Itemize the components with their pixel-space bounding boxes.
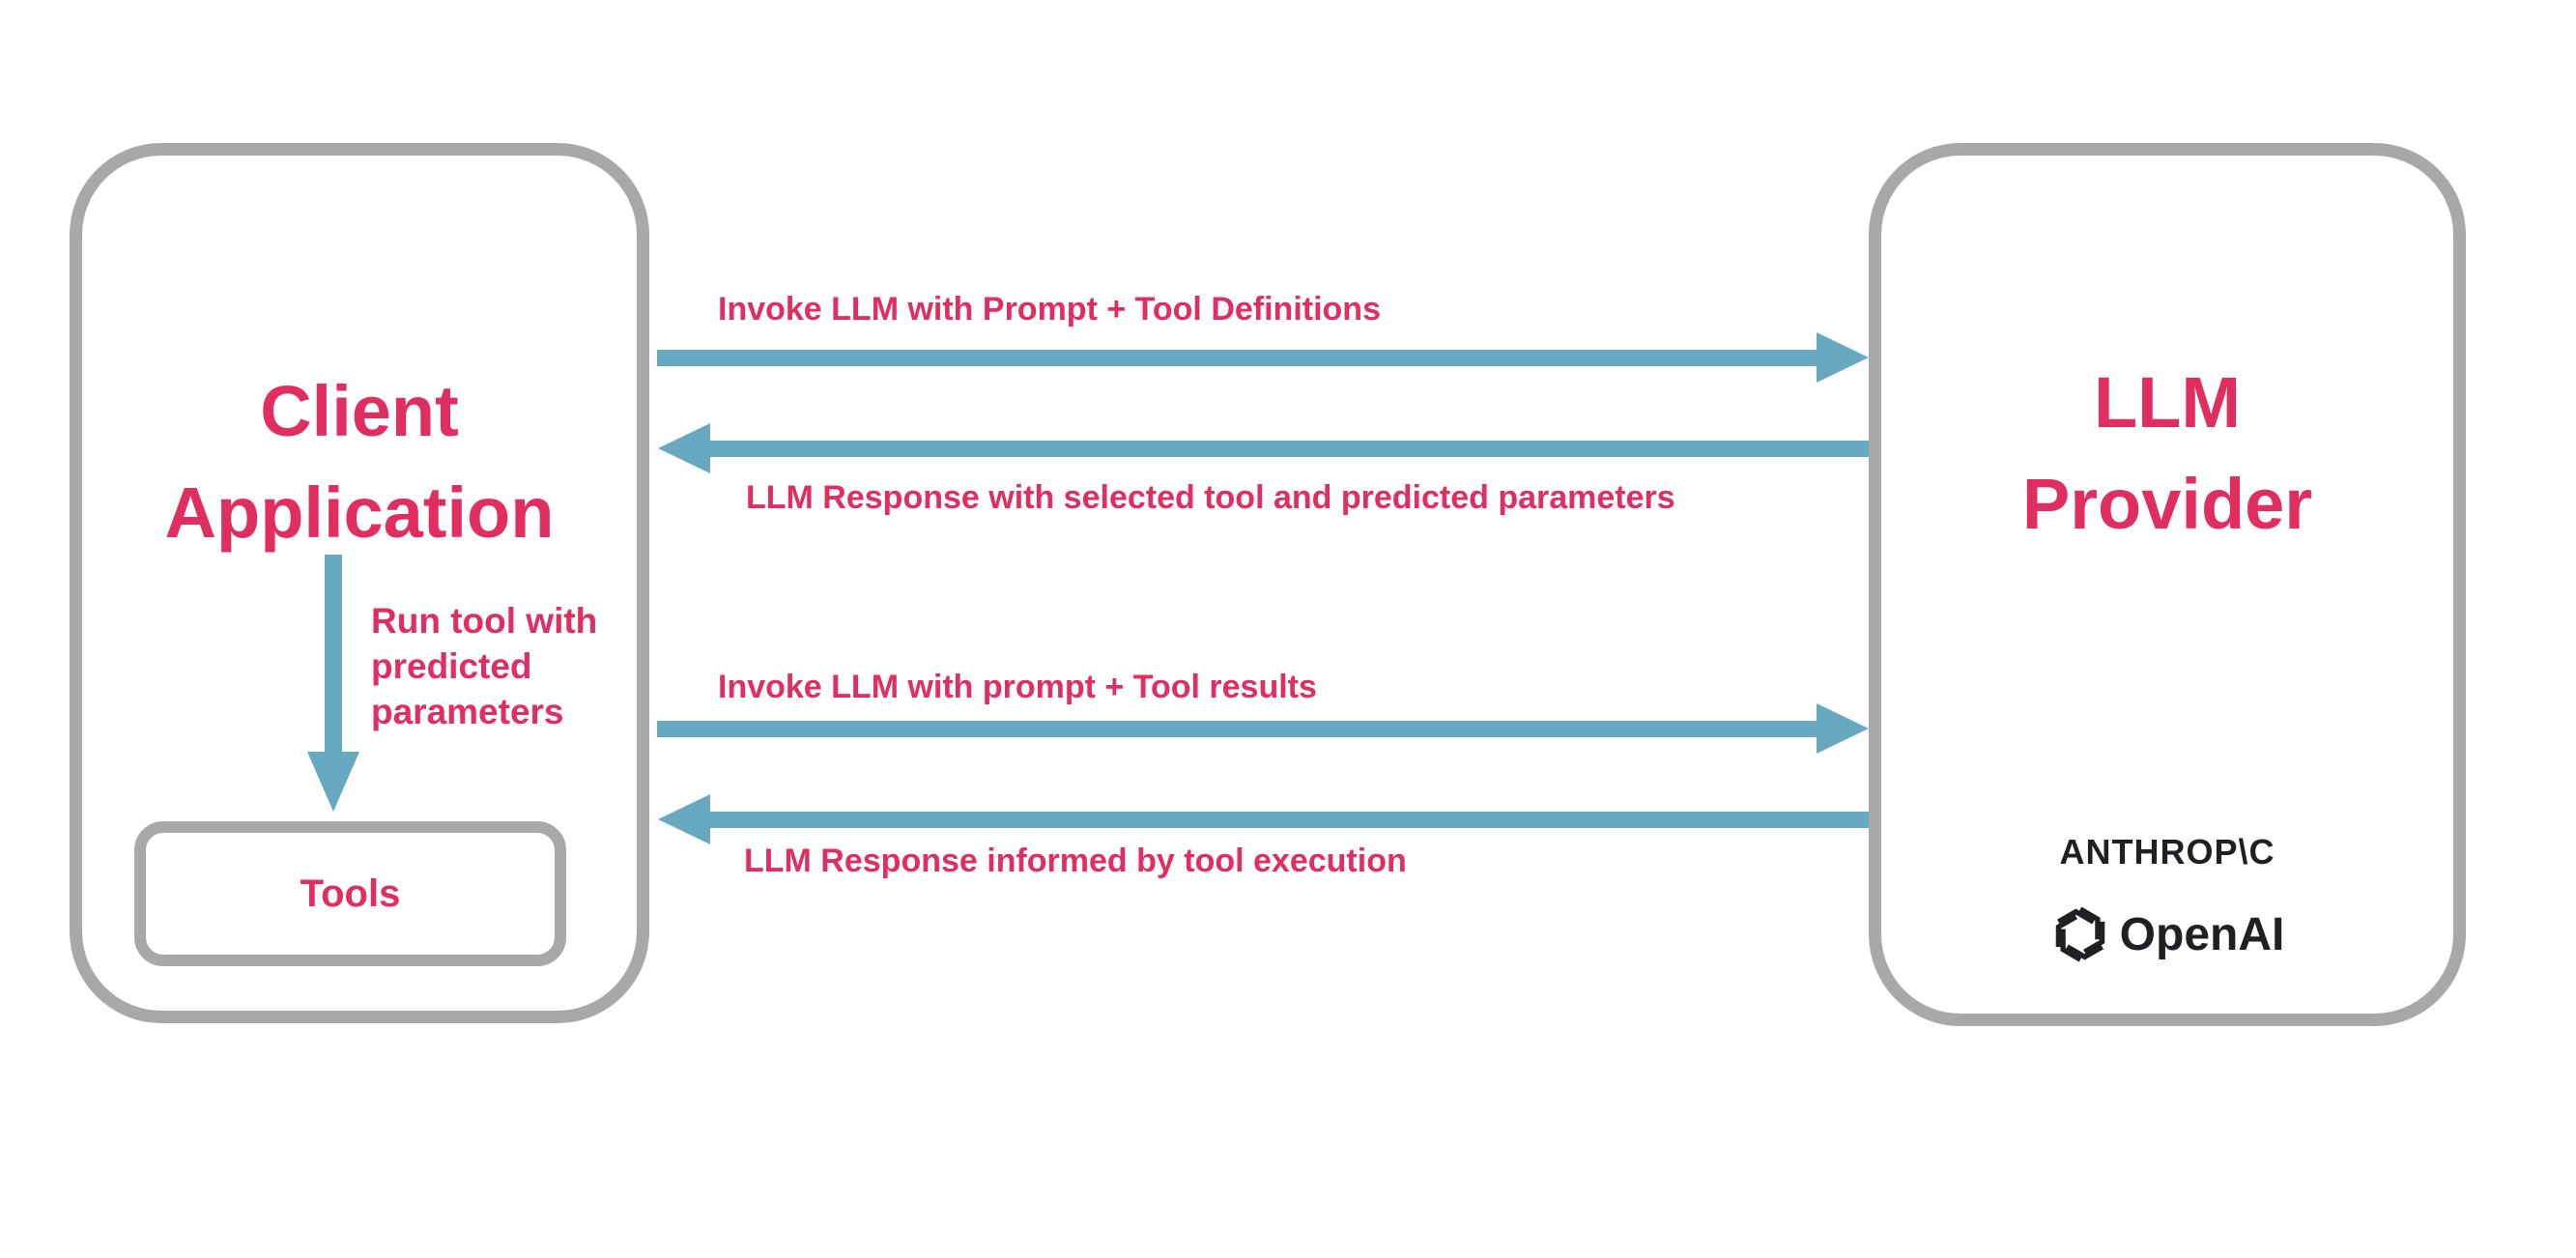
arrow-invoke-definitions-shaft: [657, 350, 1817, 366]
arrow-invoke-results-label: Invoke LLM with prompt + Tool results: [718, 669, 1317, 705]
run-tool-label-line-2: predicted: [371, 646, 532, 686]
arrow-response-informed-shaft: [710, 812, 1869, 828]
llm-provider-title: LLM Provider: [1881, 352, 2453, 555]
tools-label: Tools: [300, 872, 401, 915]
tools-box: Tools: [134, 821, 566, 966]
llm-title-line-2: Provider: [2021, 464, 2313, 544]
arrow-response-selected-tool-head: [658, 423, 710, 473]
arrow-response-informed-label: LLM Response informed by tool execution: [744, 843, 1407, 879]
llm-provider-box: LLM Provider ANTHROP\C OpenAI: [1869, 143, 2466, 1026]
arrow-response-informed-head: [658, 794, 710, 844]
arrow-invoke-results-shaft: [657, 721, 1817, 737]
openai-icon: [2055, 906, 2104, 962]
client-title-line-2: Application: [164, 472, 555, 553]
arrow-response-selected-tool-shaft: [710, 441, 1869, 457]
arrow-invoke-definitions-label: Invoke LLM with Prompt + Tool Definition…: [718, 291, 1381, 328]
openai-wordmark: OpenAI: [2119, 908, 2285, 960]
client-application-box: Client Application Run tool with predict…: [70, 143, 649, 1023]
llm-title-line-1: LLM: [2093, 362, 2242, 443]
arrow-response-selected-tool-label: LLM Response with selected tool and pred…: [746, 479, 1675, 516]
run-tool-arrow-shaft: [325, 555, 342, 754]
run-tool-arrow-head: [307, 752, 359, 812]
arrow-invoke-results-head: [1817, 703, 1869, 754]
client-application-title: Client Application: [82, 360, 637, 563]
anthropic-wordmark: ANTHROP\C: [2059, 832, 2275, 872]
run-tool-label-line-1: Run tool with: [371, 601, 598, 641]
openai-logo: OpenAI: [1881, 904, 2453, 964]
arrow-invoke-definitions-head: [1817, 332, 1869, 383]
client-title-line-1: Client: [260, 371, 459, 451]
run-tool-label-line-3: parameters: [371, 692, 564, 731]
run-tool-label: Run tool with predicted parameters: [371, 598, 597, 734]
